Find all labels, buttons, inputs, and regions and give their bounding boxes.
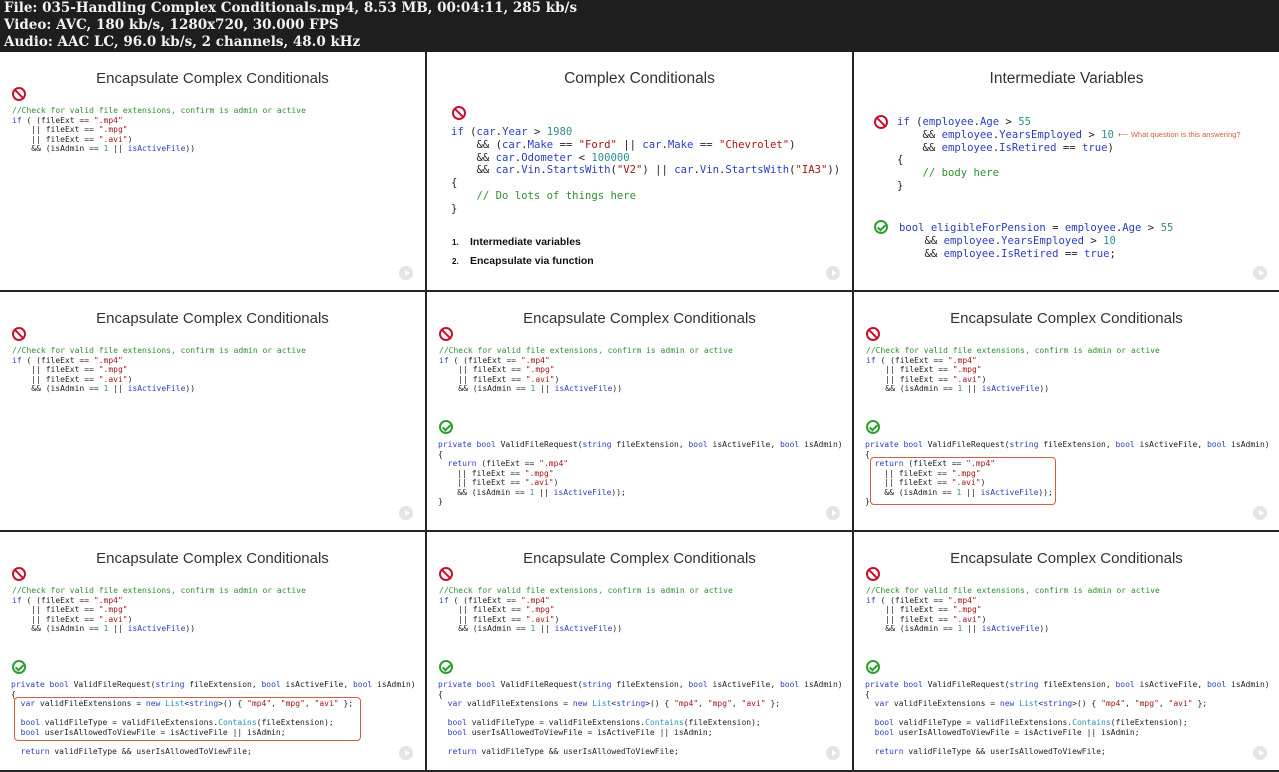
code-block-before: //Check for valid file extensions, confi…	[12, 106, 306, 153]
file-info-line: File: 035-Handling Complex Conditionals.…	[4, 0, 578, 16]
prohibited-icon	[12, 327, 26, 341]
play-icon[interactable]	[1253, 266, 1267, 280]
code-block-before: //Check for valid file extensions, confi…	[12, 586, 306, 633]
checkmark-icon	[439, 660, 453, 674]
solution-list: 1.Intermediate variables 2.Encapsulate v…	[452, 233, 594, 271]
checkmark-icon	[874, 220, 888, 234]
code-block-function-vars: private bool ValidFileRequest(string fil…	[11, 680, 416, 756]
annotation-arrow-note: ⟵ What question is this answering?	[1118, 130, 1241, 139]
slide-thumbnail-8[interactable]: Encapsulate Complex Conditionals //Check…	[427, 532, 852, 770]
slide-title: Encapsulate Complex Conditionals	[96, 70, 329, 87]
code-block-intermediate-variable: bool eligibleForPension = employee.Age >…	[899, 222, 1174, 260]
prohibited-icon	[452, 106, 466, 120]
list-item: 1.Intermediate variables	[452, 236, 581, 248]
prohibited-icon	[439, 327, 453, 341]
play-icon[interactable]	[1253, 746, 1267, 760]
slide-title: Complex Conditionals	[564, 70, 715, 87]
code-block-function-vars: private bool ValidFileRequest(string fil…	[865, 680, 1270, 756]
checkmark-icon	[439, 420, 453, 434]
slide-title: Encapsulate Complex Conditionals	[96, 550, 329, 567]
code-block-complex-if: if (car.Year > 1980 && (car.Make == "For…	[451, 126, 841, 215]
slide-thumbnail-2[interactable]: Complex Conditionals if (car.Year > 1980…	[427, 52, 852, 290]
code-block-function: private bool ValidFileRequest(string fil…	[438, 440, 843, 506]
play-icon[interactable]	[826, 746, 840, 760]
code-block-before: //Check for valid file extensions, confi…	[866, 346, 1160, 393]
prohibited-icon	[874, 115, 888, 129]
checkmark-icon	[866, 420, 880, 434]
highlight-box	[870, 457, 1056, 505]
code-block-function-vars: private bool ValidFileRequest(string fil…	[438, 680, 843, 756]
thumbnail-grid: Encapsulate Complex Conditionals //Check…	[0, 52, 1279, 772]
code-block-employee-if: if (employee.Age > 55 && employee.YearsE…	[897, 116, 1114, 192]
checkmark-icon	[12, 660, 26, 674]
slide-title: Encapsulate Complex Conditionals	[950, 550, 1183, 567]
slide-title: Encapsulate Complex Conditionals	[523, 550, 756, 567]
code-block-before: //Check for valid file extensions, confi…	[866, 586, 1160, 633]
play-icon[interactable]	[399, 266, 413, 280]
audio-info-line: Audio: AAC LC, 96.0 kb/s, 2 channels, 48…	[4, 34, 361, 50]
slide-title: Encapsulate Complex Conditionals	[950, 310, 1183, 327]
play-icon[interactable]	[399, 506, 413, 520]
video-info-line: Video: AVC, 180 kb/s, 1280x720, 30.000 F…	[4, 17, 339, 33]
code-block-before: //Check for valid file extensions, confi…	[439, 586, 733, 633]
prohibited-icon	[866, 327, 880, 341]
slide-thumbnail-4[interactable]: Encapsulate Complex Conditionals //Check…	[0, 292, 425, 530]
code-block-function: private bool ValidFileRequest(string fil…	[865, 440, 1270, 506]
prohibited-icon	[12, 567, 26, 581]
play-icon[interactable]	[1253, 506, 1267, 520]
play-icon[interactable]	[826, 506, 840, 520]
prohibited-icon	[866, 567, 880, 581]
checkmark-icon	[866, 660, 880, 674]
slide-title: Encapsulate Complex Conditionals	[523, 310, 756, 327]
play-icon[interactable]	[826, 266, 840, 280]
prohibited-icon	[12, 87, 26, 101]
code-block-before: //Check for valid file extensions, confi…	[12, 346, 306, 393]
code-block-before: //Check for valid file extensions, confi…	[439, 346, 733, 393]
file-info-header: File: 035-Handling Complex Conditionals.…	[0, 0, 1279, 52]
prohibited-icon	[439, 567, 453, 581]
slide-thumbnail-5[interactable]: Encapsulate Complex Conditionals //Check…	[427, 292, 852, 530]
list-item: 2.Encapsulate via function	[452, 255, 594, 267]
slide-thumbnail-6[interactable]: Encapsulate Complex Conditionals //Check…	[854, 292, 1279, 530]
slide-title: Encapsulate Complex Conditionals	[96, 310, 329, 327]
slide-title: Intermediate Variables	[989, 70, 1144, 87]
slide-thumbnail-1[interactable]: Encapsulate Complex Conditionals //Check…	[0, 52, 425, 290]
slide-thumbnail-7[interactable]: Encapsulate Complex Conditionals //Check…	[0, 532, 425, 770]
slide-thumbnail-3[interactable]: Intermediate Variables if (employee.Age …	[854, 52, 1279, 290]
highlight-box	[14, 697, 361, 741]
slide-thumbnail-9[interactable]: Encapsulate Complex Conditionals //Check…	[854, 532, 1279, 770]
play-icon[interactable]	[399, 746, 413, 760]
